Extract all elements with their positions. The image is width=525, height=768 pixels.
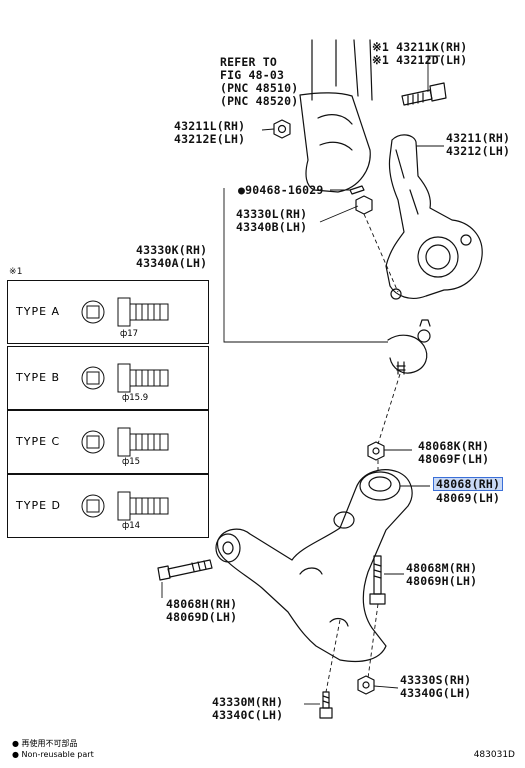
bolt-43330m <box>319 691 333 719</box>
leader-lines <box>161 55 444 705</box>
strut-assembly <box>299 39 373 193</box>
lower-control-arm <box>215 469 413 663</box>
ball-joint-43330k <box>387 319 431 375</box>
part-48069h[interactable]: 48069H(LH) <box>406 574 478 588</box>
bolt-48068h <box>157 559 213 581</box>
type-label: TYPE C <box>16 435 61 448</box>
legend-english: ● Non-reusable part <box>12 750 94 759</box>
part-48068h[interactable]: 48068H(RH) <box>166 597 238 611</box>
part-43212[interactable]: 43212(LH) <box>446 144 511 158</box>
type-row-a: TYPE A ф17 <box>7 280 209 344</box>
type-label: TYPE A <box>16 305 61 318</box>
bolt-43211k <box>401 82 447 106</box>
part-48069f[interactable]: 48069F(LH) <box>418 452 490 466</box>
part-43212e[interactable]: 43212E(LH) <box>174 132 246 146</box>
part-48068m[interactable]: 48068M(RH) <box>406 561 478 575</box>
part-43340a[interactable]: 43340A(LH) <box>136 256 208 270</box>
part-48068-highlighted[interactable]: 48068(RH) <box>432 477 504 491</box>
type-row-b: TYPE B ф15.9 <box>7 346 209 410</box>
refer-line-3: (PNC 48510) <box>220 81 299 95</box>
part-48068k[interactable]: 48068K(RH) <box>418 439 490 453</box>
nut-43211l <box>273 119 291 139</box>
type-dim: ф17 <box>120 329 139 339</box>
refer-line-1: REFER TO <box>220 55 277 69</box>
part-90468[interactable]: ●90468-16029 <box>238 183 324 197</box>
type-dim: ф14 <box>122 521 141 531</box>
part-43340g[interactable]: 43340G(LH) <box>400 686 472 700</box>
cotter-pin-90468 <box>349 185 373 215</box>
nut-43330s <box>357 675 375 695</box>
type-label: TYPE D <box>16 499 61 512</box>
figure-code: 483031D <box>473 750 515 760</box>
part-48069[interactable]: 48069(LH) <box>436 491 501 505</box>
type-dim: ф15 <box>122 457 141 467</box>
type-dim: ф15.9 <box>122 393 149 403</box>
part-43211l[interactable]: 43211L(RH) <box>174 119 246 133</box>
steering-knuckle <box>385 134 483 300</box>
part-43211[interactable]: 43211(RH) <box>446 131 511 145</box>
type-row-c: TYPE C ф15 <box>7 410 209 474</box>
bolt-type-icons <box>81 297 169 521</box>
refer-line-2: FIG 48-03 <box>220 68 285 82</box>
legend-japanese: ● 再使用不可部品 <box>12 739 78 748</box>
alignment-lines <box>325 213 401 693</box>
part-43211k[interactable]: ※1 43211K(RH) <box>372 40 468 54</box>
type-row-d: TYPE D ф14 <box>7 474 209 538</box>
part-48069d[interactable]: 48069D(LH) <box>166 610 238 624</box>
nut-48068k <box>367 441 385 461</box>
part-43330l[interactable]: 43330L(RH) <box>236 207 308 221</box>
part-43330s[interactable]: 43330S(RH) <box>400 673 472 687</box>
part-43212d[interactable]: ※1 43212D(LH) <box>372 53 468 67</box>
refer-line-4: (PNC 48520) <box>220 94 299 108</box>
part-43340b[interactable]: 43340B(LH) <box>236 220 308 234</box>
part-43330m[interactable]: 43330M(RH) <box>212 695 284 709</box>
part-43330k[interactable]: 43330K(RH) <box>136 243 208 257</box>
type-label: TYPE B <box>16 371 61 384</box>
table-note: ※1 <box>9 267 23 277</box>
bolt-48068m <box>369 555 386 605</box>
part-43340c[interactable]: 43340C(LH) <box>212 708 284 722</box>
